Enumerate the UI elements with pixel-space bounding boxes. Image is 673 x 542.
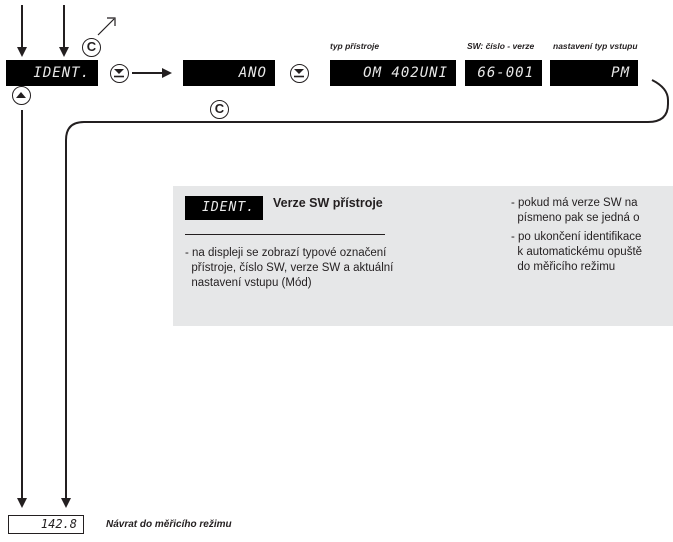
c-button-ano-label: C <box>214 101 225 116</box>
ident-display-text: IDENT <box>33 65 90 81</box>
down-button-1[interactable] <box>110 64 129 83</box>
ano-display-text: ANO <box>238 65 267 81</box>
input-mode-display-text: PM <box>611 65 630 81</box>
info-panel: IDENT Verze SW přístroje - na displeji s… <box>173 186 673 326</box>
info-ident-display-text: IDENT <box>202 200 255 215</box>
header-input-setting: nastavení typ vstupu <box>553 41 638 51</box>
c-button-ano[interactable]: C <box>210 100 229 119</box>
chevron-up-icon <box>16 92 26 98</box>
up-button[interactable] <box>12 86 31 105</box>
header-model-type: typ přístroje <box>330 41 380 51</box>
info-divider <box>185 234 385 235</box>
info-ident-display: IDENT <box>185 196 263 220</box>
chevron-down-icon <box>294 69 304 78</box>
ano-display: ANO <box>183 60 275 86</box>
input-mode-display: PM <box>550 60 638 86</box>
chevron-down-icon <box>114 69 124 78</box>
ident-display: IDENT <box>6 60 98 86</box>
c-button-top[interactable]: C <box>82 38 101 57</box>
sw-number-display-text: 66-001 <box>477 65 534 81</box>
measured-value-text: 142.8 <box>40 517 77 531</box>
sw-number-display: 66-001 <box>465 60 542 86</box>
return-label: Návrat do měřicího režimu <box>106 519 232 530</box>
model-display-text: OM 402UNI <box>363 65 448 81</box>
return-loop-line <box>61 79 669 508</box>
info-title: Verze SW přístroje <box>273 196 383 210</box>
c-button-top-label: C <box>86 39 97 54</box>
diagonal-arrow <box>97 18 115 36</box>
header-sw-version: SW: číslo - verze <box>467 41 535 51</box>
info-right-item-2: - po ukončení identifikace k automatické… <box>511 231 643 273</box>
info-right-item-1: - pokud má verze SW na písmeno pak se je… <box>511 197 640 224</box>
measured-value-display: 142.8 <box>8 515 84 534</box>
model-display: OM 402UNI <box>330 60 456 86</box>
info-left-text: - na displeji se zobrazí typové označení… <box>185 247 394 289</box>
down-button-2[interactable] <box>290 64 309 83</box>
